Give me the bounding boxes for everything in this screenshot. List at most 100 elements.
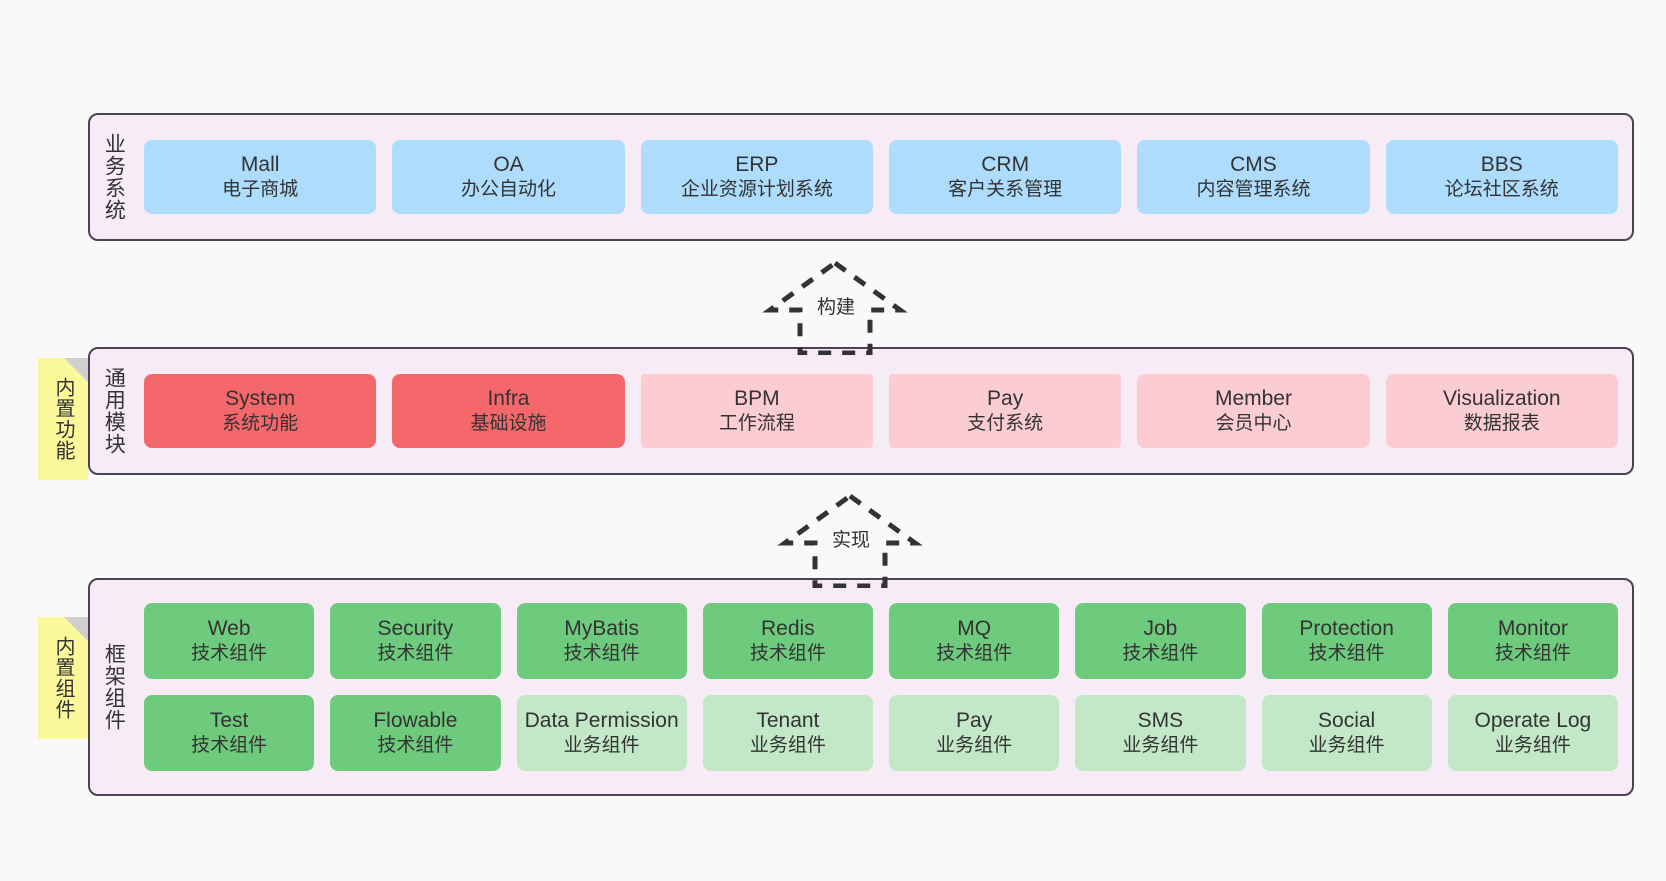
- module-subtitle: 系统功能: [222, 413, 299, 435]
- module-card-bbs[interactable]: BBS 论坛社区系统: [1385, 140, 1618, 214]
- module-subtitle: 技术组件: [936, 643, 1013, 665]
- module-title: System: [225, 387, 296, 410]
- layer-row: Web 技术组件 Security 技术组件 MyBatis 技术组件 Redi…: [144, 603, 1618, 679]
- sticky-note-text: 内置功能: [52, 377, 74, 461]
- module-card-mall[interactable]: Mall 电子商城: [144, 140, 377, 214]
- module-title: Operate Log: [1474, 709, 1592, 732]
- layer-body-business: Mall 电子商城 OA 办公自动化 ERP 企业资源计划系统 CRM 客户关系…: [136, 115, 1632, 239]
- module-title: SMS: [1137, 709, 1184, 732]
- module-subtitle: 技术组件: [377, 735, 454, 757]
- module-card-flowable[interactable]: Flowable 技术组件: [330, 695, 501, 771]
- connector-realize-arrow: [777, 492, 923, 589]
- module-card-redis[interactable]: Redis 技术组件: [702, 603, 873, 679]
- module-subtitle: 数据报表: [1463, 413, 1540, 435]
- module-subtitle: 技术组件: [563, 643, 640, 665]
- layer-body-common: System 系统功能 Infra 基础设施 BPM 工作流程 Pay 支付系统…: [136, 349, 1632, 473]
- module-title: OA: [493, 153, 524, 176]
- module-card-operate-log[interactable]: Operate Log 业务组件: [1447, 695, 1618, 771]
- layer-row: Test 技术组件 Flowable 技术组件 Data Permission …: [144, 695, 1618, 771]
- module-title: Test: [209, 709, 249, 732]
- module-title: Pay: [987, 387, 1024, 410]
- layer-title-framework: 框架组件: [102, 643, 126, 731]
- layer-common-modules: 通用模块 System 系统功能 Infra 基础设施 BPM 工作流程 Pay…: [88, 347, 1634, 475]
- connector-realize-label: 实现: [832, 530, 871, 551]
- module-title: MQ: [957, 617, 992, 640]
- module-card-tenant[interactable]: Tenant 业务组件: [702, 695, 873, 771]
- module-card-visualization[interactable]: Visualization 数据报表: [1385, 374, 1618, 448]
- module-subtitle: 企业资源计划系统: [680, 179, 833, 201]
- module-title: Web: [207, 617, 251, 640]
- layer-title-common: 通用模块: [102, 367, 126, 455]
- layer-business-systems: 业务系统 Mall 电子商城 OA 办公自动化 ERP 企业资源计划系统 CRM…: [88, 113, 1634, 241]
- module-subtitle: 电子商城: [222, 179, 299, 201]
- connector-build-arrow: [762, 259, 908, 356]
- module-title: MyBatis: [564, 617, 639, 640]
- module-card-cms[interactable]: CMS 内容管理系统: [1137, 140, 1370, 214]
- module-title: Job: [1143, 617, 1178, 640]
- module-title: Mall: [240, 153, 280, 176]
- module-subtitle: 会员中心: [1215, 413, 1292, 435]
- module-subtitle: 技术组件: [1308, 643, 1385, 665]
- layer-body-framework: Web 技术组件 Security 技术组件 MyBatis 技术组件 Redi…: [136, 580, 1632, 794]
- module-subtitle: 工作流程: [718, 413, 795, 435]
- module-card-sms[interactable]: SMS 业务组件: [1075, 695, 1246, 771]
- module-subtitle: 技术组件: [191, 643, 268, 665]
- module-subtitle: 办公自动化: [460, 179, 556, 201]
- module-subtitle: 技术组件: [1122, 643, 1199, 665]
- module-subtitle: 业务组件: [1494, 735, 1571, 757]
- module-title: Tenant: [756, 709, 820, 732]
- module-card-member[interactable]: Member 会员中心: [1137, 374, 1370, 448]
- module-card-job[interactable]: Job 技术组件: [1075, 603, 1246, 679]
- module-card-pay-component[interactable]: Pay 业务组件: [889, 695, 1060, 771]
- module-card-system[interactable]: System 系统功能: [144, 374, 377, 448]
- layer-framework-components: 框架组件 Web 技术组件 Security 技术组件 MyBatis 技术组件…: [88, 578, 1634, 796]
- module-subtitle: 内容管理系统: [1196, 179, 1311, 201]
- sticky-note-text: 内置组件: [52, 636, 74, 720]
- connector-realize: [765, 488, 935, 589]
- module-card-mybatis[interactable]: MyBatis 技术组件: [516, 603, 687, 679]
- module-subtitle: 论坛社区系统: [1444, 179, 1559, 201]
- module-card-social[interactable]: Social 业务组件: [1261, 695, 1432, 771]
- module-subtitle: 业务组件: [936, 735, 1013, 757]
- module-card-test[interactable]: Test 技术组件: [144, 695, 315, 771]
- layer-row: System 系统功能 Infra 基础设施 BPM 工作流程 Pay 支付系统…: [144, 374, 1618, 448]
- connector-build: [750, 255, 920, 356]
- module-title: BBS: [1480, 153, 1523, 176]
- module-title: Flowable: [373, 709, 458, 732]
- module-card-protection[interactable]: Protection 技术组件: [1261, 603, 1432, 679]
- module-title: CRM: [981, 153, 1030, 176]
- module-title: Infra: [487, 387, 530, 410]
- module-title: Member: [1214, 387, 1292, 410]
- module-card-bpm[interactable]: BPM 工作流程: [640, 374, 873, 448]
- module-title: CMS: [1230, 153, 1277, 176]
- module-card-mq[interactable]: MQ 技术组件: [889, 603, 1060, 679]
- module-subtitle: 业务组件: [1308, 735, 1385, 757]
- module-title: Data Permission: [524, 709, 679, 732]
- module-card-pay[interactable]: Pay 支付系统: [888, 374, 1122, 448]
- module-subtitle: 技术组件: [377, 643, 454, 665]
- layer-row: Mall 电子商城 OA 办公自动化 ERP 企业资源计划系统 CRM 客户关系…: [144, 140, 1618, 214]
- module-subtitle: 客户关系管理: [948, 179, 1063, 201]
- module-subtitle: 业务组件: [563, 735, 640, 757]
- module-title: Visualization: [1443, 387, 1561, 410]
- module-card-web[interactable]: Web 技术组件: [144, 603, 315, 679]
- module-card-data-permission[interactable]: Data Permission 业务组件: [516, 695, 687, 771]
- module-card-infra[interactable]: Infra 基础设施: [392, 374, 625, 448]
- module-subtitle: 业务组件: [1122, 735, 1199, 757]
- module-card-erp[interactable]: ERP 企业资源计划系统: [640, 140, 873, 214]
- module-card-monitor[interactable]: Monitor 技术组件: [1447, 603, 1618, 679]
- module-subtitle: 技术组件: [191, 735, 268, 757]
- layer-title-business: 业务系统: [102, 133, 126, 221]
- module-title: Redis: [761, 617, 815, 640]
- module-subtitle: 技术组件: [749, 643, 826, 665]
- module-card-security[interactable]: Security 技术组件: [330, 603, 501, 679]
- module-card-crm[interactable]: CRM 客户关系管理: [888, 140, 1122, 214]
- page-fold-icon: [64, 617, 88, 641]
- module-title: Monitor: [1497, 617, 1568, 640]
- module-title: Social: [1318, 709, 1376, 732]
- module-title: Security: [377, 617, 454, 640]
- module-subtitle: 技术组件: [1494, 643, 1571, 665]
- module-card-oa[interactable]: OA 办公自动化: [392, 140, 625, 214]
- module-subtitle: 支付系统: [967, 413, 1044, 435]
